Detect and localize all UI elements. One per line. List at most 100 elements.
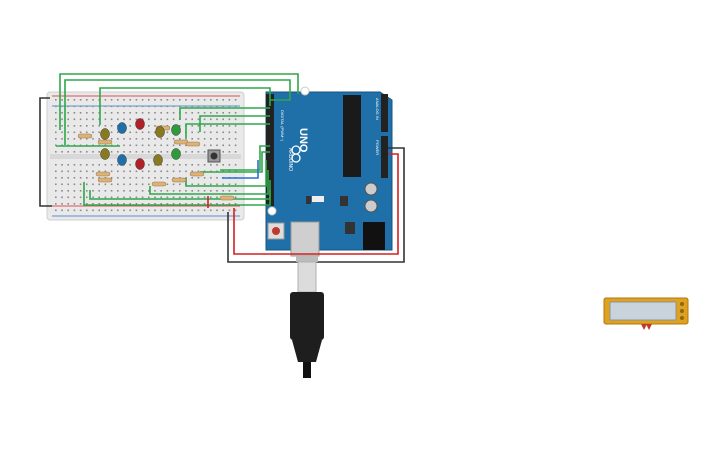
breadboard-hole xyxy=(154,112,156,114)
breadboard-hole xyxy=(110,131,113,134)
breadboard-hole xyxy=(166,177,169,179)
breadboard-hole xyxy=(210,131,212,134)
breadboard-hole xyxy=(79,209,82,212)
breadboard-hole xyxy=(117,112,119,114)
breadboard-hole xyxy=(73,99,76,101)
breadboard-hole xyxy=(104,170,107,173)
breadboard-hole xyxy=(203,105,206,108)
arduino-board[interactable]: UNO ARDUINO DIGITAL (PWM~) ANALOG IN POW… xyxy=(265,86,393,257)
led-green[interactable] xyxy=(171,124,181,136)
breadboard-hole xyxy=(61,99,63,101)
breadboard-hole xyxy=(228,105,231,108)
breadboard-hole xyxy=(98,170,100,173)
resistor[interactable] xyxy=(97,139,113,145)
breadboard-hole xyxy=(117,118,119,121)
breadboard-hole xyxy=(73,170,76,173)
breadboard-hole xyxy=(129,99,131,101)
breadboard-hole xyxy=(92,196,94,199)
led-olive[interactable] xyxy=(100,128,110,140)
breadboard-hole xyxy=(141,177,144,179)
breadboard-hole xyxy=(123,196,125,199)
breadboard-hole xyxy=(79,112,82,114)
resistor[interactable] xyxy=(95,171,111,177)
breadboard-hole xyxy=(61,151,63,153)
breadboard-hole xyxy=(160,151,162,153)
breadboard-hole xyxy=(73,203,76,205)
breadboard-hole xyxy=(203,144,206,147)
breadboard-hole xyxy=(166,209,169,212)
breadboard-hole xyxy=(98,131,100,134)
breadboard-hole xyxy=(179,209,181,212)
breadboard-hole xyxy=(104,112,107,114)
breadboard-hole xyxy=(92,209,94,212)
breadboard-hole xyxy=(55,105,57,108)
breadboard-hole xyxy=(191,105,193,108)
breadboard-hole xyxy=(135,203,138,205)
breadboard-hole xyxy=(228,131,231,134)
usb-port xyxy=(290,221,320,257)
breadboard-hole xyxy=(191,112,193,114)
breadboard-hole xyxy=(210,144,212,147)
breadboard-hole xyxy=(135,105,138,108)
breadboard-hole xyxy=(123,112,125,114)
led-red[interactable] xyxy=(135,158,145,170)
led-green[interactable] xyxy=(171,148,181,160)
power-header xyxy=(381,94,388,132)
led-olive[interactable] xyxy=(100,148,110,160)
breadboard-hole xyxy=(98,138,100,140)
breadboard-hole xyxy=(148,203,150,205)
breadboard-hole xyxy=(154,196,156,199)
resistor[interactable] xyxy=(219,195,235,201)
breadboard-hole xyxy=(191,170,193,173)
resistor[interactable] xyxy=(151,181,167,187)
resistor[interactable] xyxy=(77,133,93,139)
breadboard-hole xyxy=(86,203,88,205)
breadboard-hole xyxy=(222,118,224,121)
breadboard-hole xyxy=(92,118,94,121)
breadboard-hole xyxy=(110,170,113,173)
breadboard-hole xyxy=(203,196,206,199)
resistor[interactable] xyxy=(189,171,205,177)
led-olive[interactable] xyxy=(153,154,163,166)
breadboard-hole xyxy=(110,196,113,199)
push-button[interactable] xyxy=(207,149,221,163)
breadboard-hole xyxy=(129,209,131,212)
breadboard-hole xyxy=(179,203,181,205)
resistor[interactable] xyxy=(185,141,201,147)
breadboard-hole xyxy=(154,164,156,166)
breadboard-hole xyxy=(166,99,169,101)
usb-cable[interactable] xyxy=(290,256,324,378)
breadboard-hole xyxy=(98,125,100,127)
breadboard-hole xyxy=(222,112,224,114)
breadboard-hole xyxy=(185,203,187,205)
breadboard-hole xyxy=(141,138,144,140)
led-blue[interactable] xyxy=(117,154,127,166)
breadboard-hole xyxy=(216,105,218,108)
led-red[interactable] xyxy=(135,118,145,130)
breadboard-hole xyxy=(110,125,113,127)
breadboard-hole xyxy=(79,190,82,192)
resistor[interactable] xyxy=(97,177,113,183)
breadboard-hole xyxy=(141,209,144,212)
analog-header xyxy=(381,136,388,178)
breadboard-hole xyxy=(79,151,82,153)
breadboard-hole xyxy=(216,177,218,179)
power-jack xyxy=(363,222,385,250)
breadboard-hole xyxy=(129,164,131,166)
breadboard-hole xyxy=(86,164,88,166)
breadboard-hole xyxy=(172,209,175,212)
breadboard-hole xyxy=(129,112,131,114)
breadboard-hole xyxy=(234,209,237,212)
led-blue[interactable] xyxy=(117,122,127,134)
breadboard-hole xyxy=(222,203,224,205)
breadboard-hole xyxy=(216,164,218,166)
breadboard-hole xyxy=(191,183,193,186)
led-olive[interactable] xyxy=(155,126,165,138)
breadboard-hole xyxy=(55,203,57,205)
breadboard-hole xyxy=(123,99,125,101)
breadboard-hole xyxy=(61,209,63,212)
lcd-display[interactable] xyxy=(603,297,689,330)
breadboard-hole xyxy=(98,177,100,179)
breadboard-hole xyxy=(210,105,212,108)
resistor[interactable] xyxy=(171,177,187,183)
